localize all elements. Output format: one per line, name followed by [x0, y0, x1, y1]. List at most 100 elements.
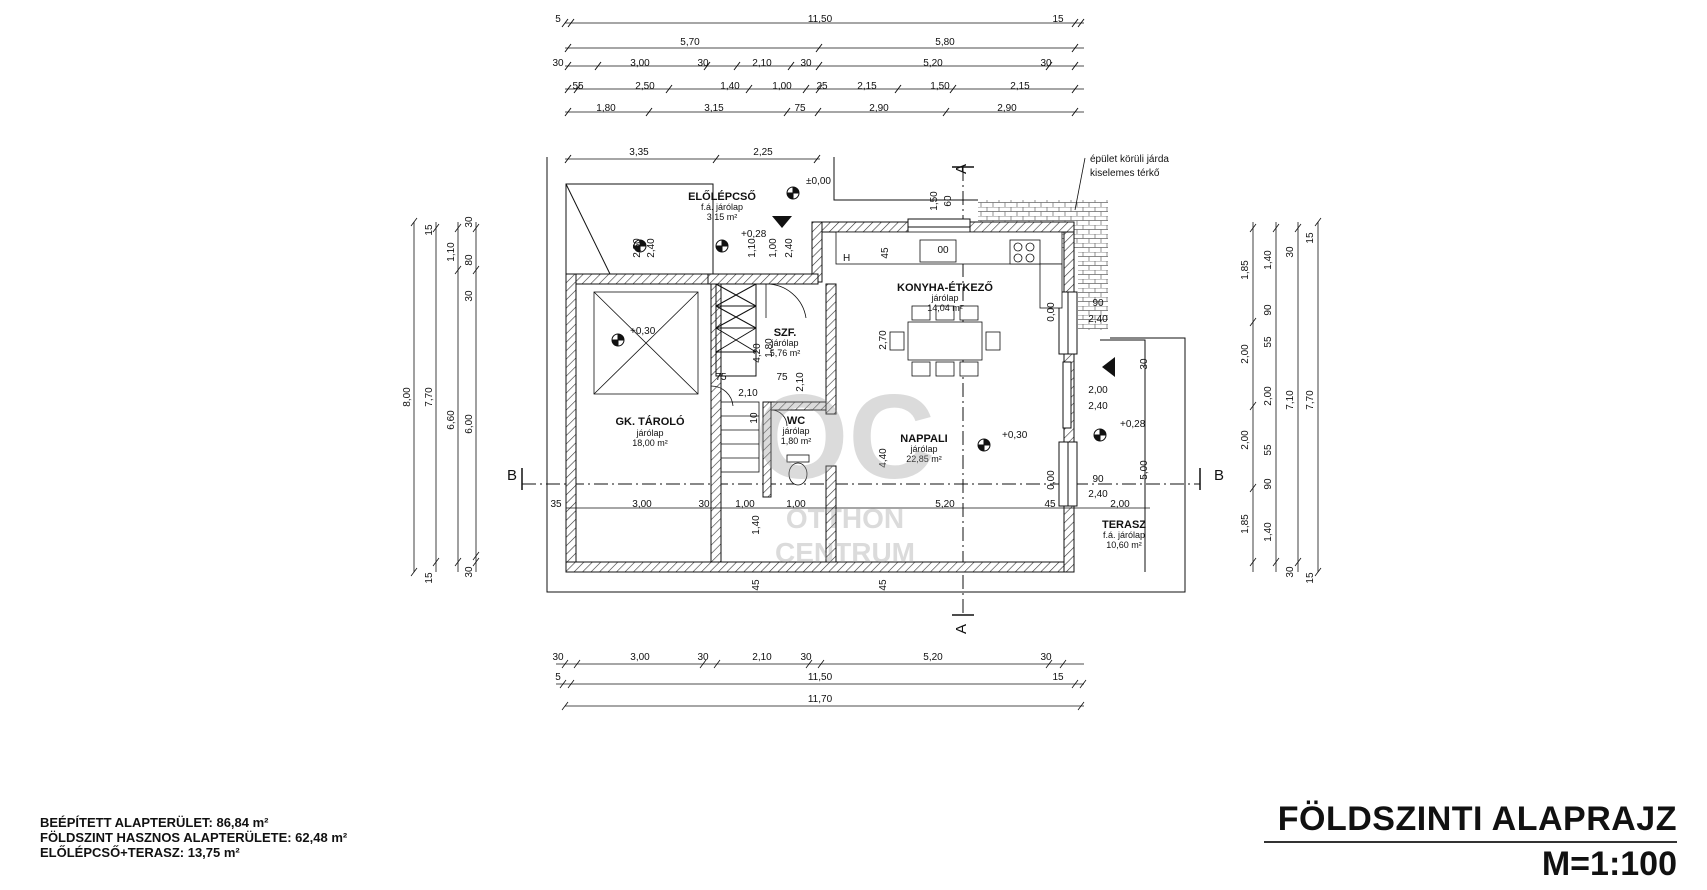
dim-label: 2,40: [784, 238, 795, 258]
room-floor-terasz: f.á. járólap: [1103, 530, 1145, 540]
dim-label: 1,80: [764, 338, 775, 358]
dim-label: 60: [943, 195, 954, 207]
dim-label: 30: [697, 652, 709, 663]
watermark: OC OTTHON CENTRUM: [755, 370, 935, 568]
dim-label: 7,70: [1305, 390, 1316, 410]
dim-label: 3,00: [632, 499, 652, 510]
dim-label: 2,90: [869, 103, 889, 114]
left-dimensions: [410, 217, 480, 577]
level-label: ±0,00: [806, 176, 831, 187]
dining-table: [889, 305, 1001, 377]
room-floor-tarolo: járólap: [635, 428, 663, 438]
room-floor-konyha: járólap: [930, 293, 958, 303]
dim-label: 45: [1044, 499, 1056, 510]
room-area-szf: 5,76 m²: [770, 348, 801, 358]
dim-label: 2,00: [1088, 385, 1108, 396]
left-dimension-labels: 8,00 7,70 6,60 6,00 15 30 1,10 80 30 30 …: [402, 216, 475, 584]
paving-annotation: épület körüli járda kiselemes térkő: [1074, 154, 1169, 211]
dim-label: 35: [550, 499, 562, 510]
room-name-tarolo: GK. TÁROLÓ: [615, 415, 684, 428]
dim-label: 55: [572, 81, 584, 92]
room-area-wc: 1,80 m²: [781, 436, 812, 446]
windows: [907, 218, 1078, 507]
dim-label: 5: [555, 14, 561, 25]
level-labels: ±0,00 +0,28 +0,30 +0,30 +0,28 H: [630, 176, 1146, 441]
room-name-elolepcso: ELŐLÉPCSŐ: [688, 190, 756, 203]
dim-label: 1,00: [772, 81, 792, 92]
bottom-dimension-labels: 30 3,00 30 2,10 30 5,20 30 5 11,50 15 11…: [552, 652, 1064, 705]
dim-label: 2,10: [738, 388, 758, 399]
room-name-terasz: TERASZ: [1102, 519, 1146, 531]
room-labels: ELŐLÉPCSŐ f.á. járólap 3,15 m² GK. TÁROL…: [615, 190, 1146, 550]
dim-label: 2,10: [752, 58, 772, 69]
dim-label: 30: [552, 58, 564, 69]
dim-label: 2,50: [632, 238, 643, 258]
dim-label: 6,60: [446, 410, 457, 430]
dim-label: 45: [751, 579, 762, 591]
dim-label: 55: [1263, 336, 1274, 348]
dim-label: 2,00: [1263, 386, 1274, 406]
watermark-line-2: CENTRUM: [775, 537, 915, 568]
dim-label: 1,50: [929, 191, 940, 211]
dim-label: 3,00: [630, 652, 650, 663]
room-name-nappali: NAPPALI: [900, 433, 947, 445]
watermark-line-1: OTTHON: [786, 503, 904, 534]
dim-label: 90: [1092, 298, 1104, 309]
dim-label: 1,80: [596, 103, 616, 114]
dim-label: 2,40: [646, 238, 657, 258]
dim-label: 30: [800, 652, 812, 663]
doors: [710, 283, 807, 427]
hall-stairs: [720, 401, 760, 473]
dim-label: 1,85: [1240, 260, 1251, 280]
dim-label: 30: [800, 58, 812, 69]
dim-label: 1,10: [446, 242, 457, 262]
dim-label: 11,50: [808, 14, 833, 25]
dim-label: 75: [776, 372, 788, 383]
dim-label: 75: [715, 372, 727, 383]
dim-label: 1,40: [720, 81, 740, 92]
kitchen-h-mark: H: [843, 253, 850, 264]
dim-label: 2,90: [997, 103, 1017, 114]
dim-label: 0,00: [1046, 470, 1057, 490]
dim-label: 2,15: [857, 81, 877, 92]
dim-label: 25: [816, 81, 828, 92]
dim-label: 90: [1263, 304, 1274, 316]
title-block: FÖLDSZINTI ALAPRAJZ M=1:100: [1263, 800, 1677, 884]
dim-label: 15: [424, 224, 435, 236]
dim-label: 2,40: [1088, 489, 1108, 500]
level-label: +0,30: [630, 326, 656, 337]
dim-label: 2,00: [1240, 344, 1251, 364]
level-marker-fills: [612, 187, 1106, 451]
dim-label: 30: [1040, 58, 1052, 69]
dim-label: 1,40: [1263, 250, 1274, 270]
room-name-wc: WC: [787, 415, 805, 427]
dim-label: 2,15: [1010, 81, 1030, 92]
wc-fixture: [786, 454, 810, 486]
dim-label: 30: [697, 58, 709, 69]
dim-label: 45: [878, 579, 889, 591]
section-dimensions: 35 3,00 30 1,00 1,00 5,20 45 2,00 45 45: [550, 499, 1150, 591]
dim-label: 2,50: [635, 81, 655, 92]
dim-label: 30: [464, 566, 475, 578]
dim-label: 2,40: [1088, 314, 1108, 325]
entry-arrows: [772, 216, 1115, 377]
dim-label: 11,70: [808, 694, 833, 705]
drawing-scale: M=1:100: [1541, 845, 1677, 883]
ground-area-text: FÖLDSZINT HASZNOS ALAPTERÜLETE: 62,48 m²: [40, 830, 348, 845]
dim-label: 8,00: [402, 387, 413, 407]
room-floor-wc: járólap: [781, 426, 809, 436]
level-label: +0,28: [741, 229, 767, 240]
dim-label: 75: [794, 103, 806, 114]
front-steps: [565, 183, 757, 377]
section-mark-b-left: B: [507, 467, 517, 484]
dim-label: 30: [464, 290, 475, 302]
room-name-konyha: KONYHA-ÉTKEZŐ: [897, 281, 993, 294]
dim-label: 5,20: [923, 652, 943, 663]
dim-label: 4,40: [878, 448, 889, 468]
dim-label: 0,00: [1046, 302, 1057, 322]
dim-label: 1,40: [751, 515, 762, 535]
dim-label: 10: [749, 412, 760, 424]
dim-label: 1,00: [735, 499, 755, 510]
dim-label: 30: [1285, 566, 1296, 578]
